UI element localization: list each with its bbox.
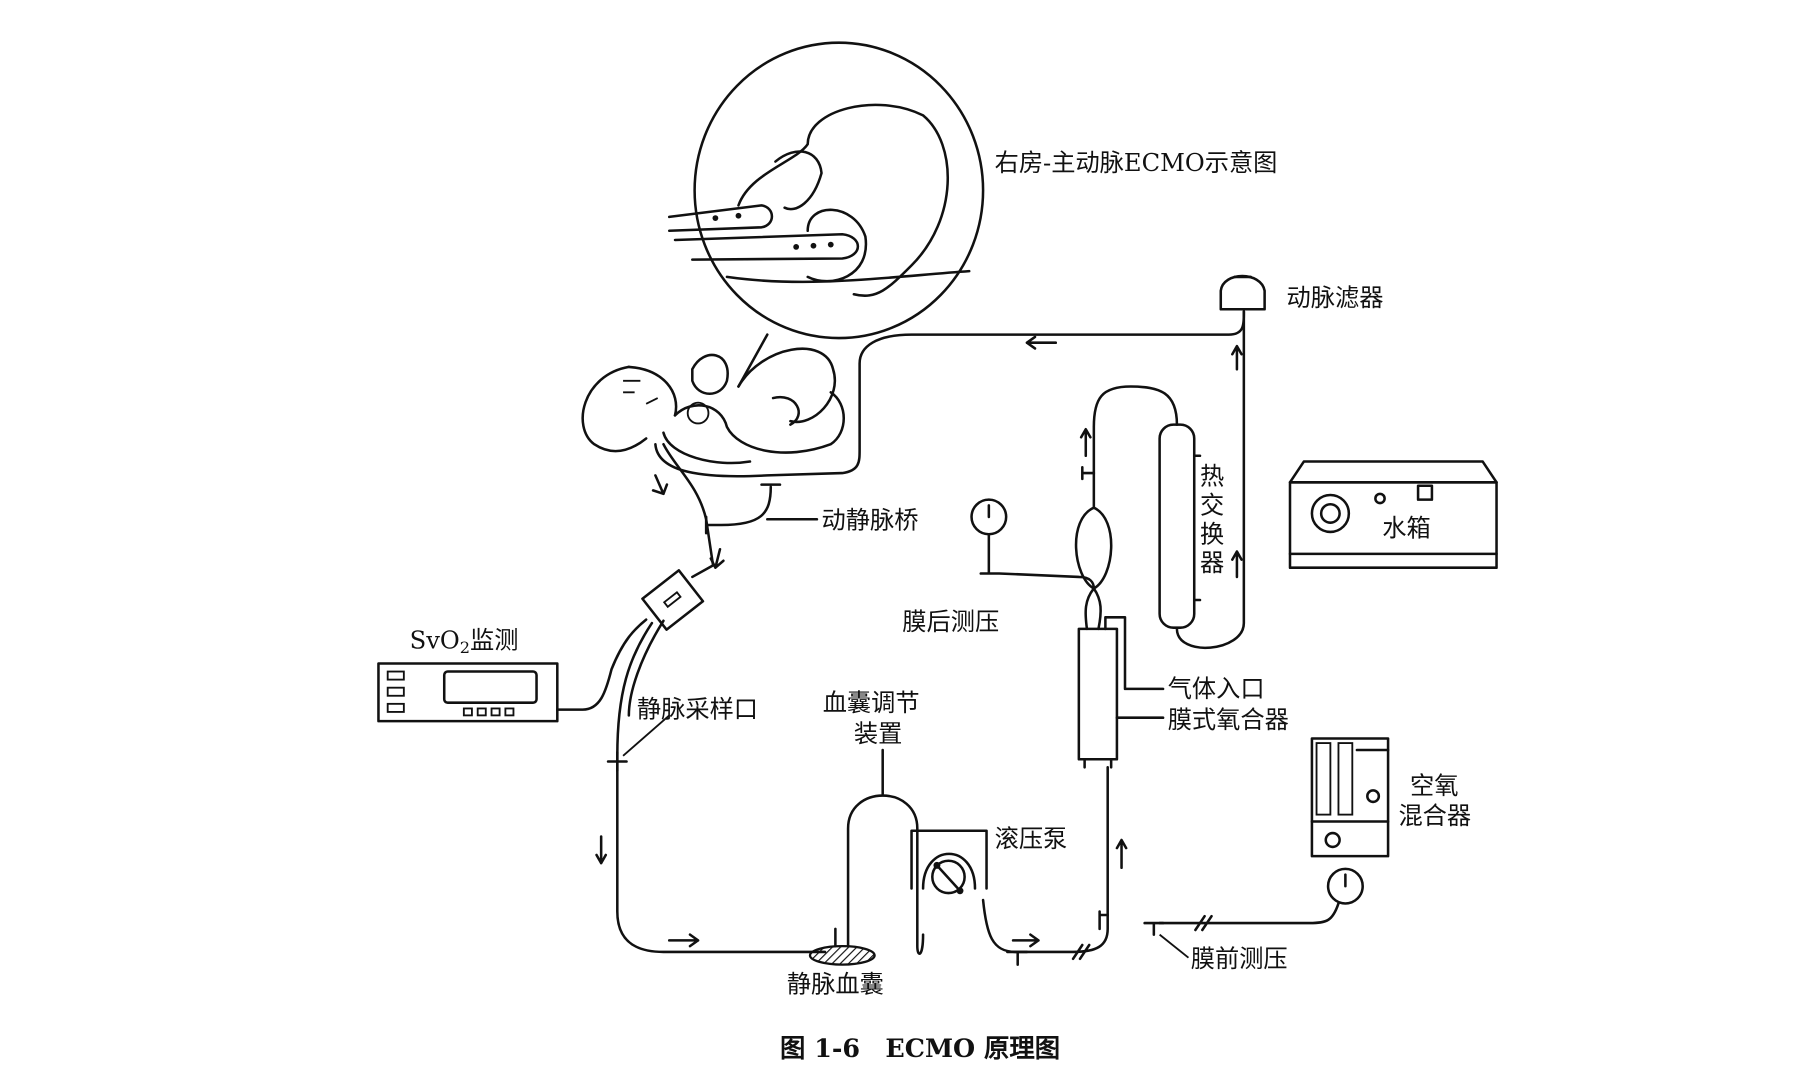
svo2-monitor: [377, 662, 559, 723]
t-connector: [1143, 921, 1165, 936]
bladder-regulator-label-1: 血囊调节: [823, 689, 920, 717]
bladder-regulator-label-2: 装置: [854, 720, 902, 748]
air-oxygen-mixer-label-1: 空氧: [1410, 772, 1458, 800]
venous-sampling-port-label: 静脉采样口: [637, 696, 758, 724]
svo2-monitor-label: SvO2监测: [410, 626, 519, 657]
post-membrane-pressure-label: 膜后测压: [902, 608, 999, 636]
water-tank: [1288, 460, 1498, 569]
arrow-down-icon: [709, 547, 725, 569]
svg-text:交: 交: [1200, 491, 1224, 519]
arterial-filter: [1219, 274, 1266, 311]
pump-outlet-line: [981, 766, 1109, 954]
filter-line: [1175, 310, 1246, 649]
break-mark: [1071, 943, 1091, 961]
av-bridge: [704, 483, 782, 535]
svg-text:热: 热: [1200, 463, 1224, 491]
venous-bladder: [808, 944, 876, 966]
gas-inlet-label: 气体入口: [1168, 675, 1265, 703]
arrow-up-icon: [1231, 550, 1243, 579]
membrane-oxygenator-label: 膜式氧合器: [1168, 706, 1289, 734]
svg-text:换: 换: [1200, 520, 1224, 548]
membrane-oxygenator: [1077, 627, 1119, 761]
arterial-line: [654, 310, 1246, 478]
figure-caption: 图 1-6 ECMO 原理图: [780, 1033, 1060, 1063]
pressure-gauge-icon: [1326, 867, 1364, 905]
arrow-up-icon: [1115, 838, 1128, 869]
heat-exchanger-label: 热 交 换 器: [1200, 463, 1224, 578]
arrow-right-icon: [1011, 933, 1040, 948]
arrow-right-icon: [667, 933, 700, 948]
gas-line: [1158, 902, 1340, 925]
bladder-regulator-loop: [846, 794, 925, 955]
t-connector: [1081, 466, 1096, 481]
svo2-probe: [641, 569, 705, 631]
arrow-down-icon: [651, 474, 669, 496]
roller-pump-label: 滚压泵: [995, 825, 1068, 853]
venous-bladder-label: 静脉血囊: [787, 970, 884, 998]
exchanger-loop: [1092, 385, 1179, 509]
venous-main-line: [616, 621, 827, 954]
break-mark: [1194, 914, 1213, 932]
roller-pump: [910, 829, 988, 895]
air-oxygen-mixer: [1310, 737, 1390, 858]
air-oxygen-mixer-label-2: 混合器: [1398, 802, 1471, 830]
inset-heart-view: [667, 41, 985, 340]
inset-title: 右房-主动脉ECMO示意图: [995, 149, 1278, 177]
svg-text:器: 器: [1200, 549, 1224, 577]
arterial-filter-label: 动脉滤器: [1287, 284, 1384, 312]
venous-line: [662, 442, 715, 579]
arrow-left-icon: [1025, 335, 1058, 350]
arrow-down-icon: [595, 835, 608, 865]
pre-membrane-pressure-label: 膜前测压: [1191, 945, 1288, 973]
post-membrane-line: [979, 532, 1096, 590]
venous-sampling-port[interactable]: [606, 751, 628, 773]
t-connector: [1006, 950, 1029, 966]
heat-exchanger: [1158, 423, 1196, 629]
water-tank-label: 水箱: [1382, 515, 1430, 543]
infant-patient: [581, 347, 845, 465]
av-bridge-label: 动静脉桥: [822, 506, 919, 534]
gas-inlet-line: [1104, 616, 1165, 691]
arrow-up-icon: [1079, 427, 1092, 458]
arrow-up-icon: [1231, 344, 1243, 371]
